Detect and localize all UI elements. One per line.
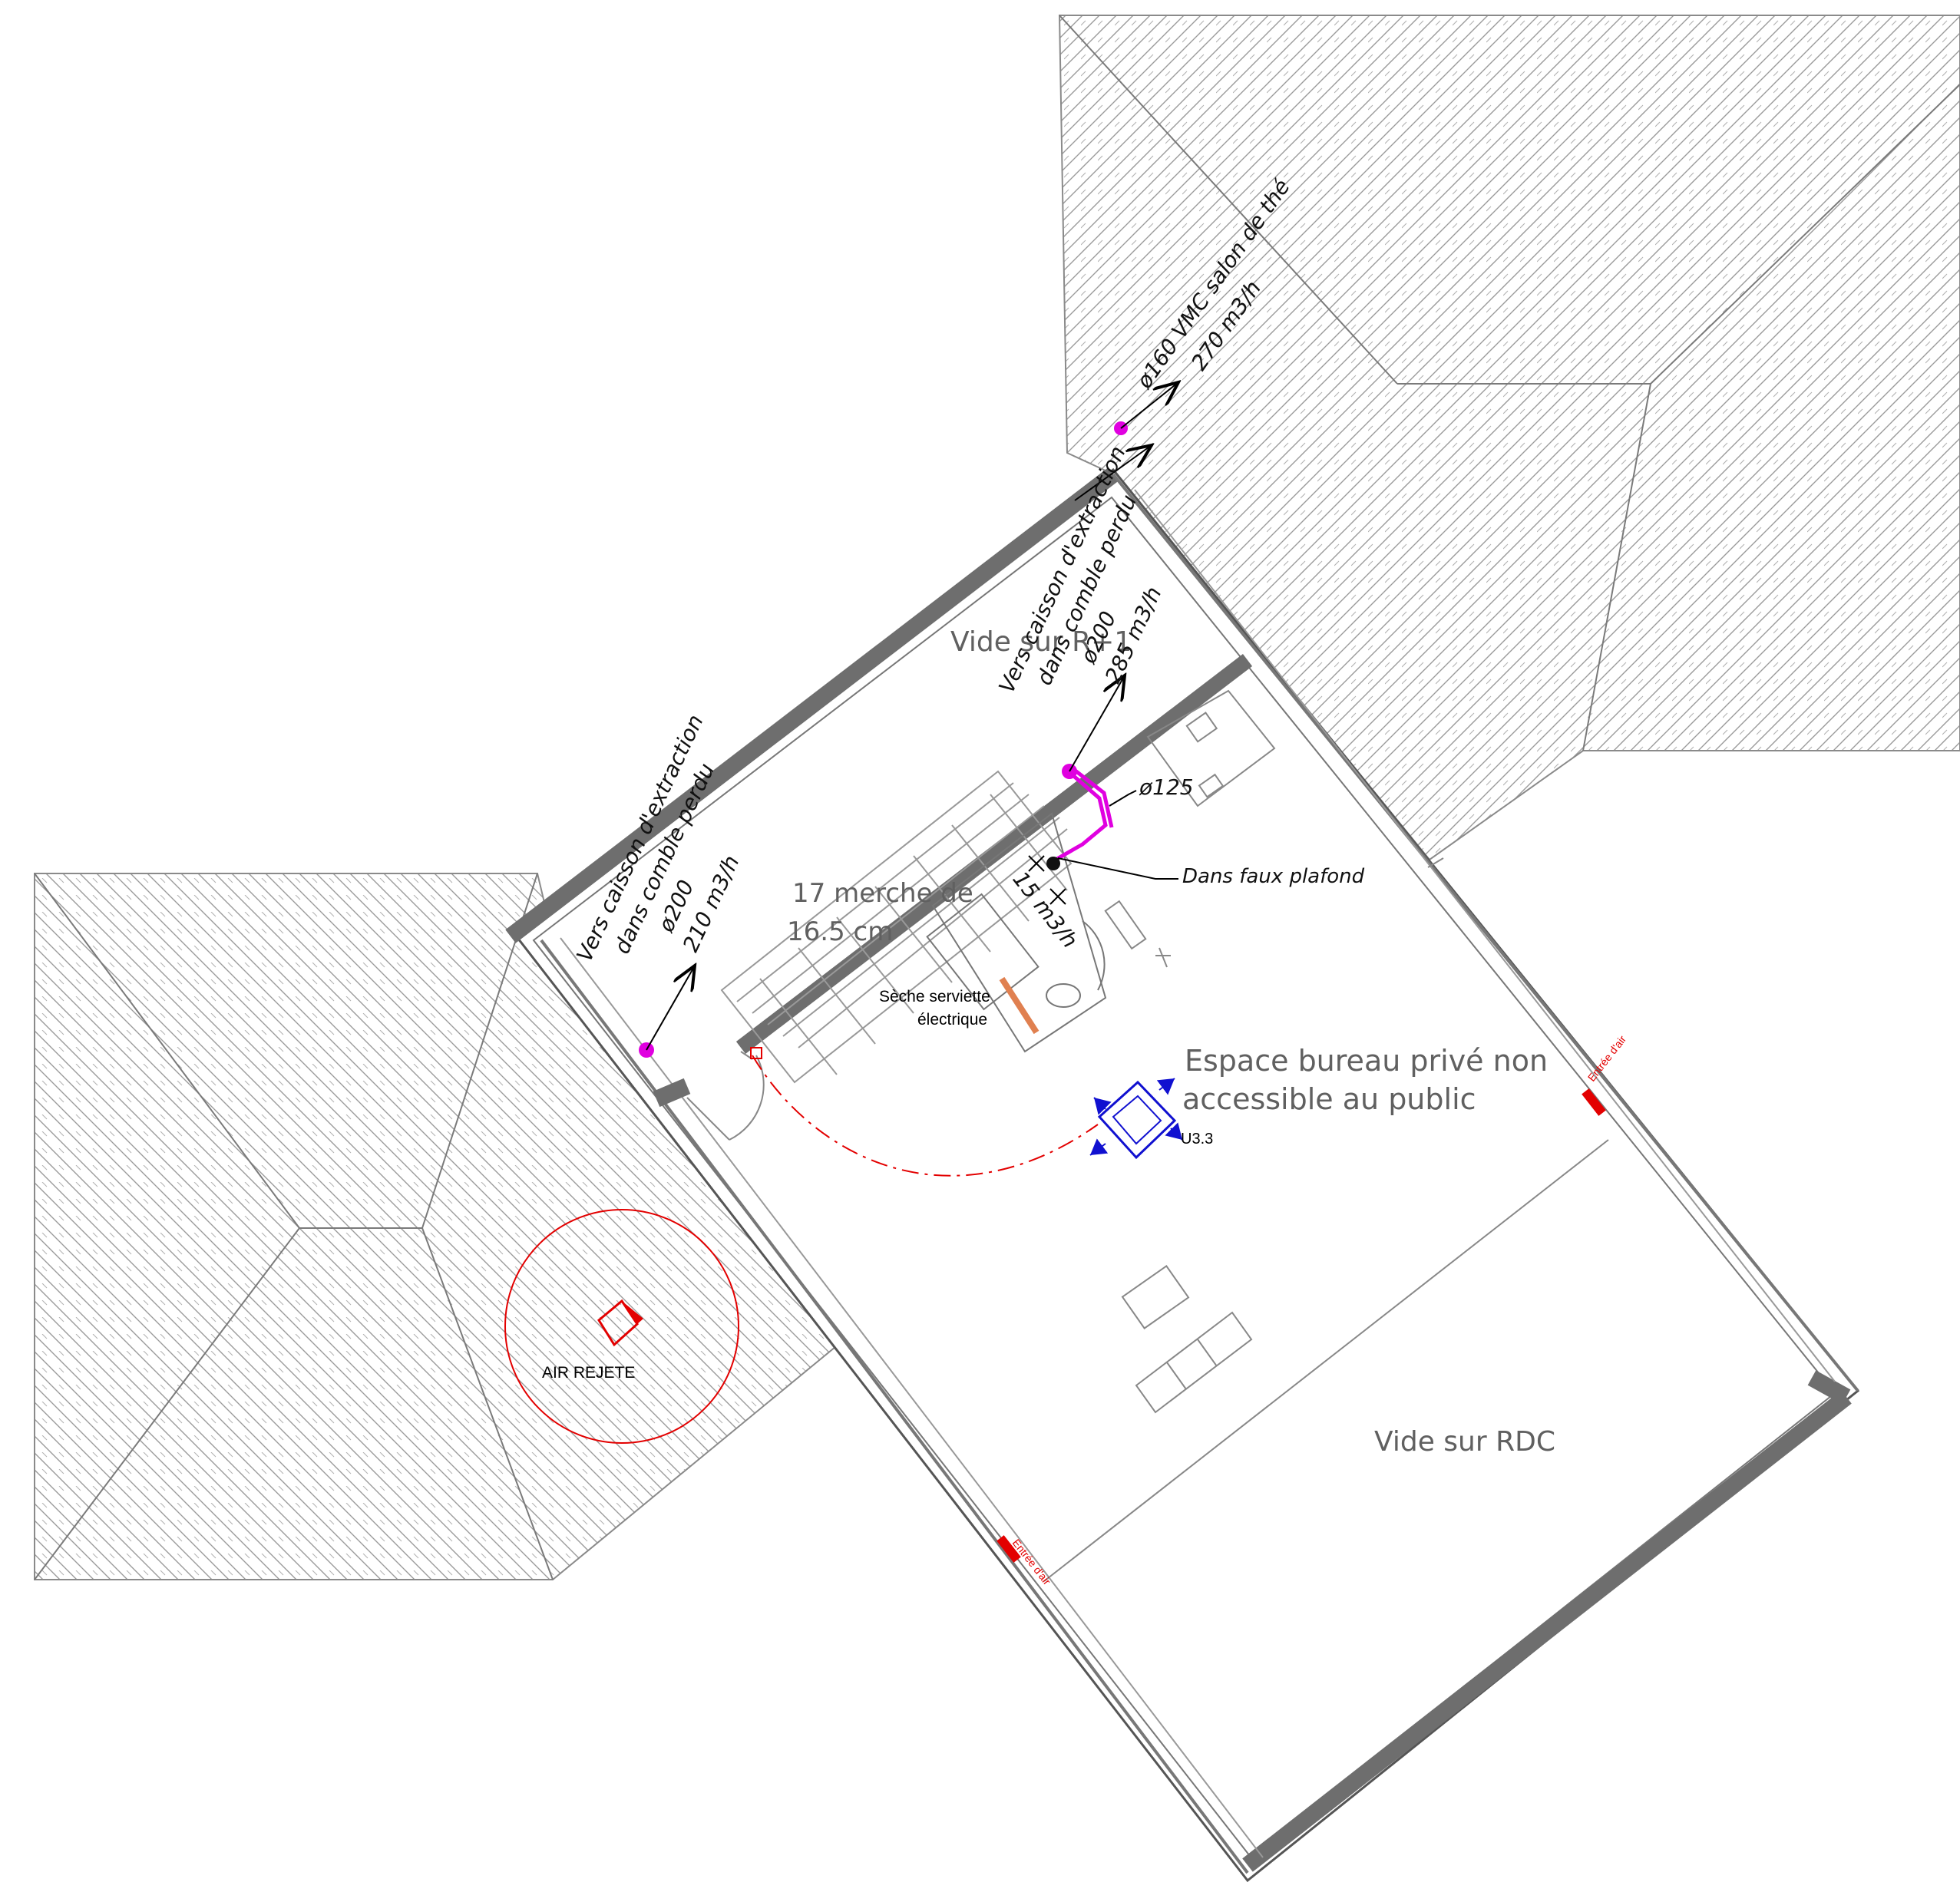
stairs-label-2: 16.5 cm	[787, 916, 893, 947]
duct-network	[1054, 768, 1114, 862]
leaders	[646, 382, 1178, 1051]
indoor-unit	[1089, 1078, 1183, 1160]
building-outline	[505, 467, 1860, 1883]
lounge-furniture	[1121, 1265, 1253, 1414]
duct-125-label: ø125	[1139, 774, 1194, 800]
bathroom-block	[926, 812, 1107, 1053]
unit-code-label: U3.3	[1181, 1131, 1213, 1147]
door-marker	[750, 1047, 762, 1059]
door-swing-arc	[752, 1055, 1099, 1177]
room-void-label: Vide sur RDC	[1374, 1426, 1555, 1458]
false-ceiling-label: Dans faux plafond	[1182, 865, 1365, 888]
towel-dryer-label-2: électrique	[917, 1011, 987, 1029]
towel-dryer-label-1: Sèche serviette	[879, 988, 990, 1005]
stairs-label-1: 17 merche de	[792, 878, 973, 909]
room-office-label-1: Espace bureau privé non	[1185, 1044, 1548, 1078]
air-exhaust-zone	[504, 1209, 739, 1444]
vent-bathroom	[1046, 857, 1060, 870]
staircase	[720, 770, 1073, 1084]
roof-right	[1058, 15, 1960, 861]
room-office-label-2: accessible au public	[1182, 1082, 1476, 1116]
room-mezzanine-label: Vide sur R+1	[950, 626, 1132, 658]
air-exhaust-label: AIR REJETE	[542, 1364, 635, 1382]
air-inlet-label: Entrée d'air	[1585, 1033, 1629, 1084]
office-desk	[1104, 689, 1276, 968]
